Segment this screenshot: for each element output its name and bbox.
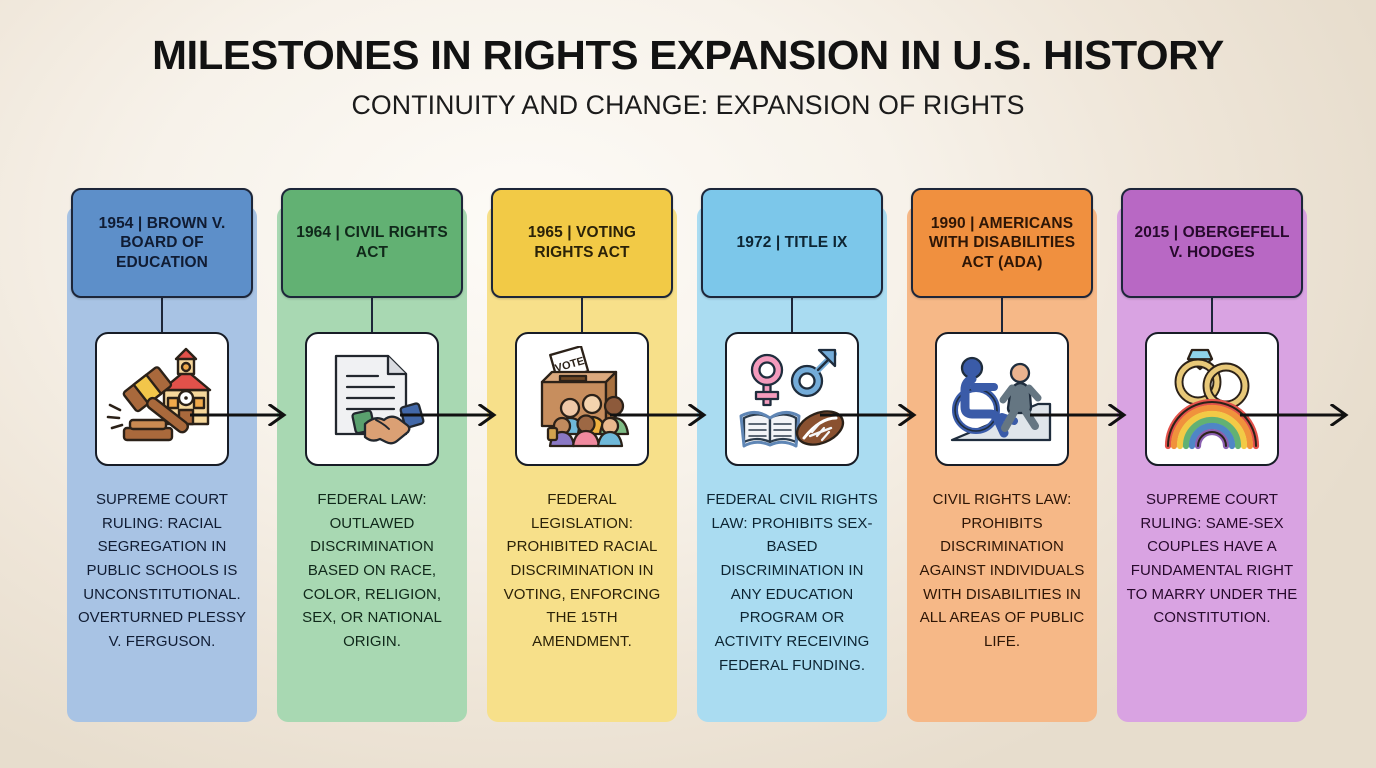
milestone-header-label: 1964 | CIVIL RIGHTS ACT: [296, 224, 448, 261]
milestone-column-1954[interactable]: 1954 | BROWN V. BOARD OF EDUCATION: [67, 188, 257, 722]
page-title: MILESTONES IN RIGHTS EXPANSION IN U.S. H…: [152, 32, 1224, 78]
milestone-body-text: FEDERAL LAW: OUTLAWED DISCRIMINATION BAS…: [302, 491, 442, 651]
header-to-icon-connector: [371, 298, 374, 334]
milestone-column-2015[interactable]: 2015 | OBERGEFELL V. HODGES: [1117, 188, 1307, 722]
header-to-icon-connector: [581, 298, 584, 334]
milestone-header-card[interactable]: 1954 | BROWN V. BOARD OF EDUCATION: [71, 188, 253, 298]
milestone-column-1964[interactable]: 1964 | CIVIL RIGHTS ACT: [277, 188, 467, 722]
title-block: MILESTONES IN RIGHTS EXPANSION IN U.S. H…: [0, 32, 1376, 121]
milestone-column-1990[interactable]: 1990 | AMERICANS WITH DISABILITIES ACT (…: [907, 188, 1097, 722]
wedding-rings-and-rainbow-icon: [1145, 332, 1279, 466]
milestone-header-card[interactable]: 2015 | OBERGEFELL V. HODGES: [1121, 188, 1303, 298]
milestone-column-1965[interactable]: 1965 | VOTING RIGHTS ACT VOTE: [487, 188, 677, 722]
header-to-icon-connector: [791, 298, 794, 334]
milestone-header-card[interactable]: 1990 | AMERICANS WITH DISABILITIES ACT (…: [911, 188, 1093, 298]
milestone-body-text: FEDERAL CIVIL RIGHTS LAW: PROHIBITS SEX-…: [706, 491, 878, 674]
milestone-header-card[interactable]: 1964 | CIVIL RIGHTS ACT: [281, 188, 463, 298]
milestone-body-text: CIVIL RIGHTS LAW: PROHIBITS DISCRIMINATI…: [919, 491, 1085, 651]
milestone-header-label: 1965 | VOTING RIGHTS ACT: [527, 224, 637, 261]
milestone-header-label: 1990 | AMERICANS WITH DISABILITIES ACT (…: [928, 214, 1076, 271]
header-to-icon-connector: [1211, 298, 1214, 334]
milestone-body-text: SUPREME COURT RULING: RACIAL SEGREGATION…: [77, 491, 247, 651]
milestone-column-1972[interactable]: 1972 | TITLE IX: [697, 188, 887, 722]
gender-symbols-book-football-icon: [725, 332, 859, 466]
milestone-body-text: SUPREME COURT RULING: SAME-SEX COUPLES H…: [1126, 491, 1298, 627]
document-and-handshake-icon: [305, 332, 439, 466]
page-subtitle: CONTINUITY AND CHANGE: EXPANSION OF RIGH…: [351, 90, 1025, 121]
milestone-body-text: FEDERAL LEGISLATION: PROHIBITED RACIAL D…: [503, 491, 661, 651]
milestone-header-card[interactable]: 1972 | TITLE IX: [701, 188, 883, 298]
header-to-icon-connector: [161, 298, 164, 334]
milestone-header-card[interactable]: 1965 | VOTING RIGHTS ACT: [491, 188, 673, 298]
timeline-row: 1954 | BROWN V. BOARD OF EDUCATION: [67, 188, 1313, 722]
wheelchair-ramp-accessibility-icon: [935, 332, 1069, 466]
ballot-box-and-voters-icon: VOTE: [515, 332, 649, 466]
milestone-header-label: 1972 | TITLE IX: [736, 234, 848, 252]
gavel-and-schoolhouse-icon: [95, 332, 229, 466]
milestone-header-label: 2015 | OBERGEFELL V. HODGES: [1134, 224, 1290, 261]
milestone-header-label: 1954 | BROWN V. BOARD OF EDUCATION: [98, 214, 226, 271]
header-to-icon-connector: [1001, 298, 1004, 334]
